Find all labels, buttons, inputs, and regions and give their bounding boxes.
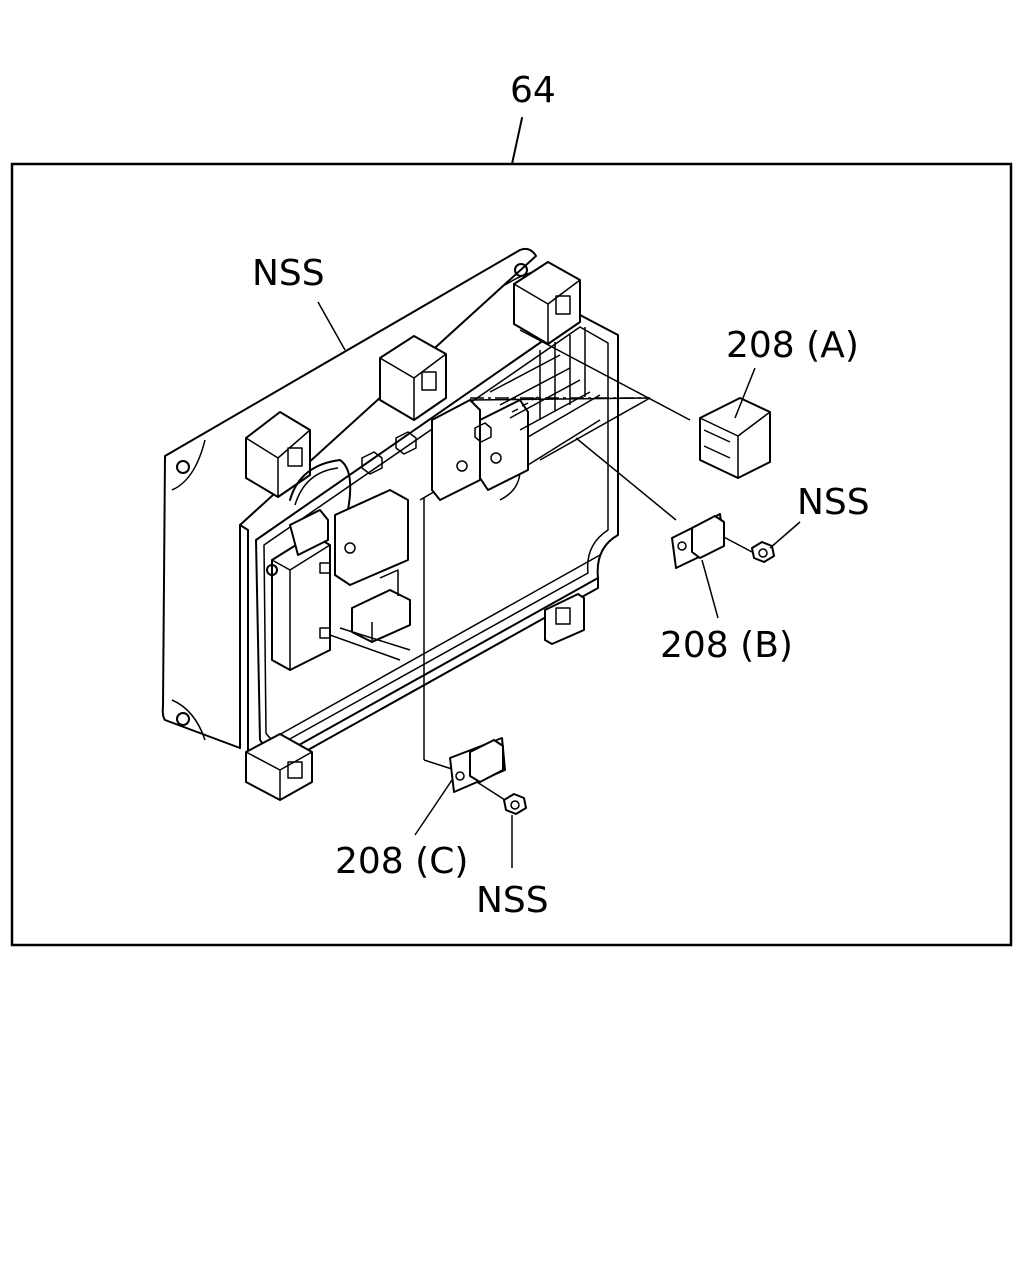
part-208c-relay xyxy=(449,737,506,793)
label-nss-nut-c: NSS xyxy=(476,880,549,921)
part-208b-relay xyxy=(671,513,725,569)
label-nss-nut-b: NSS xyxy=(797,482,870,523)
label-leaders xyxy=(317,301,801,868)
label-nss-housing: NSS xyxy=(252,253,325,294)
callout-leader xyxy=(511,117,523,165)
part-208a-connector xyxy=(699,397,771,479)
nut-icon xyxy=(751,541,775,563)
terminal-clip-top-left xyxy=(245,411,311,498)
diagram-frame xyxy=(10,162,1013,947)
nut-icon xyxy=(503,793,527,815)
terminal-clip-bottom-left xyxy=(245,733,313,801)
terminal-clip-top-middle xyxy=(379,335,447,421)
terminal-clip-top-right xyxy=(513,261,581,345)
label-part-208c: 208 (C) xyxy=(335,841,468,882)
label-part-208b: 208 (B) xyxy=(660,625,793,666)
label-part-208a: 208 (A) xyxy=(726,325,859,366)
exploded-view-lines xyxy=(423,329,753,801)
callout-number: 64 xyxy=(510,70,556,111)
terminal-clip-bottom-right xyxy=(544,593,585,645)
relay-internals xyxy=(266,327,591,671)
